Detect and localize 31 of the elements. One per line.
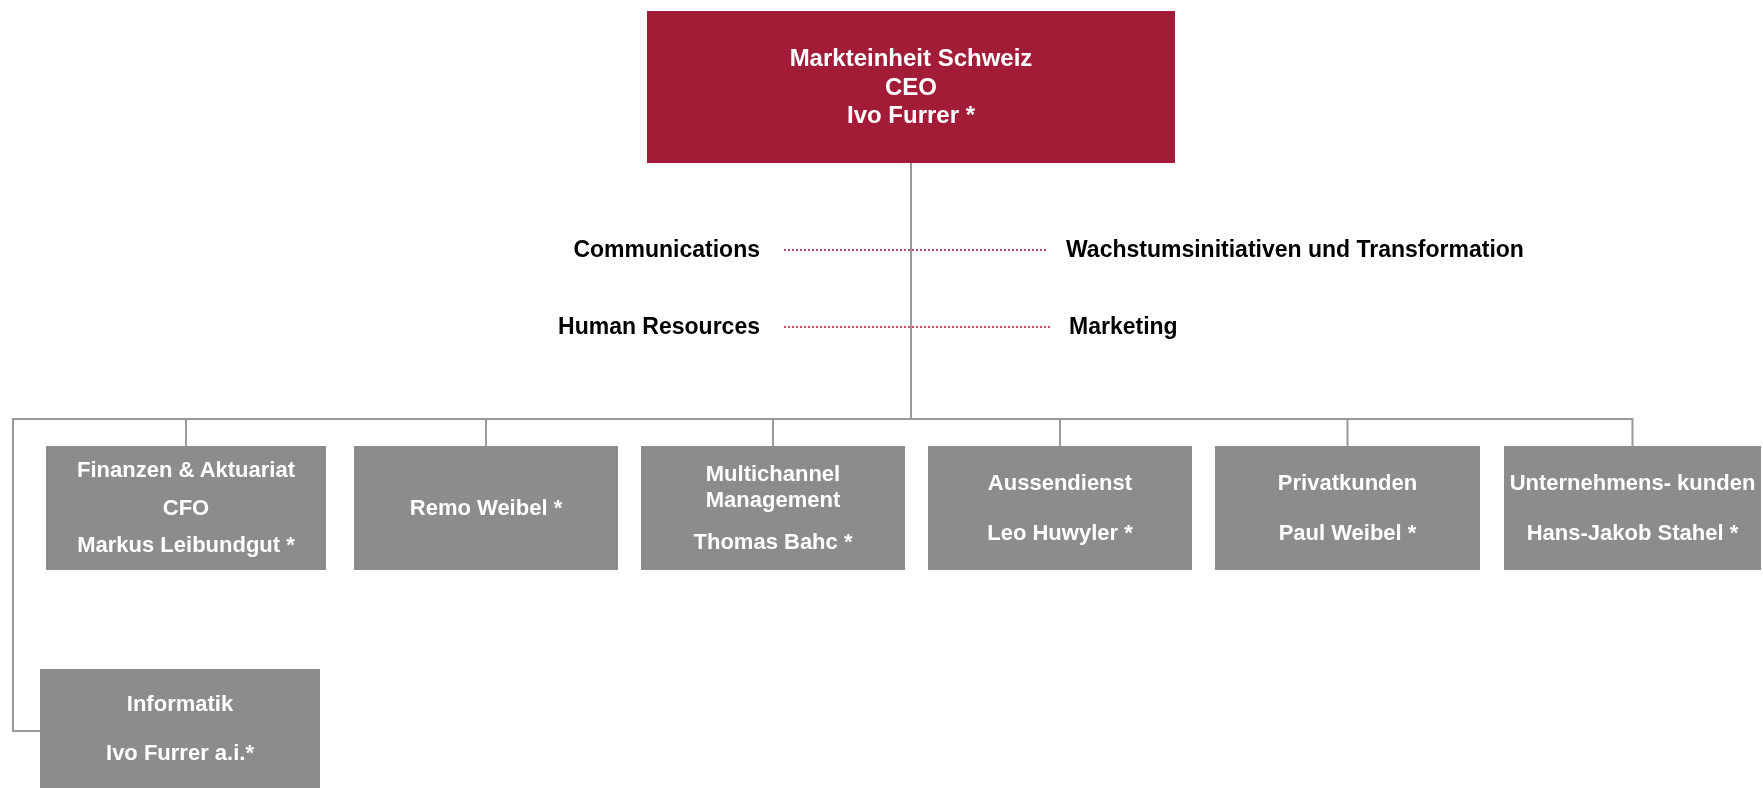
unit-label: Markus Leibundgut * [77, 532, 295, 559]
unit-label: Privatkunden [1277, 469, 1418, 497]
unit-box [354, 446, 618, 570]
unit-label: Paul Weibel * [1278, 519, 1417, 547]
unit-label: CEO [885, 72, 937, 102]
unit-label: Ivo Furrer * [846, 101, 975, 131]
ceo-box [647, 11, 1175, 163]
unit-label: Leo Huwyler * [987, 519, 1133, 547]
unit-box [1504, 446, 1761, 570]
unit-label: Unternehmens- kunden [1509, 469, 1756, 497]
unit-label: Remo Weibel * [409, 494, 563, 522]
staff-function-label: Wachstumsinitiativen und Transformation [1066, 236, 1524, 264]
unit-label: Finanzen & Aktuariat [77, 457, 295, 484]
unit-box [40, 669, 320, 788]
unit-label: Informatik [126, 691, 234, 718]
staff-function-label: Marketing [1069, 313, 1178, 341]
staff-function-label: Communications [573, 236, 760, 264]
unit-label: Aussendienst [987, 469, 1133, 497]
unit-label: CFO [162, 494, 210, 522]
unit-label: Thomas Bahc * [693, 528, 853, 556]
unit-box [928, 446, 1192, 570]
unit-box [641, 446, 905, 570]
unit-box [1215, 446, 1480, 570]
dotted-line [783, 249, 1049, 251]
unit-label: Hans-Jakob Stahel * [1526, 519, 1739, 547]
unit-box [46, 446, 326, 570]
unit-label: Multichannel Management [704, 460, 842, 514]
unit-label: Ivo Furrer a.i.* [106, 739, 254, 766]
staff-function-label: Human Resources [558, 313, 760, 341]
dotted-line [783, 326, 1052, 328]
unit-label: Markteinheit Schweiz [789, 43, 1033, 73]
